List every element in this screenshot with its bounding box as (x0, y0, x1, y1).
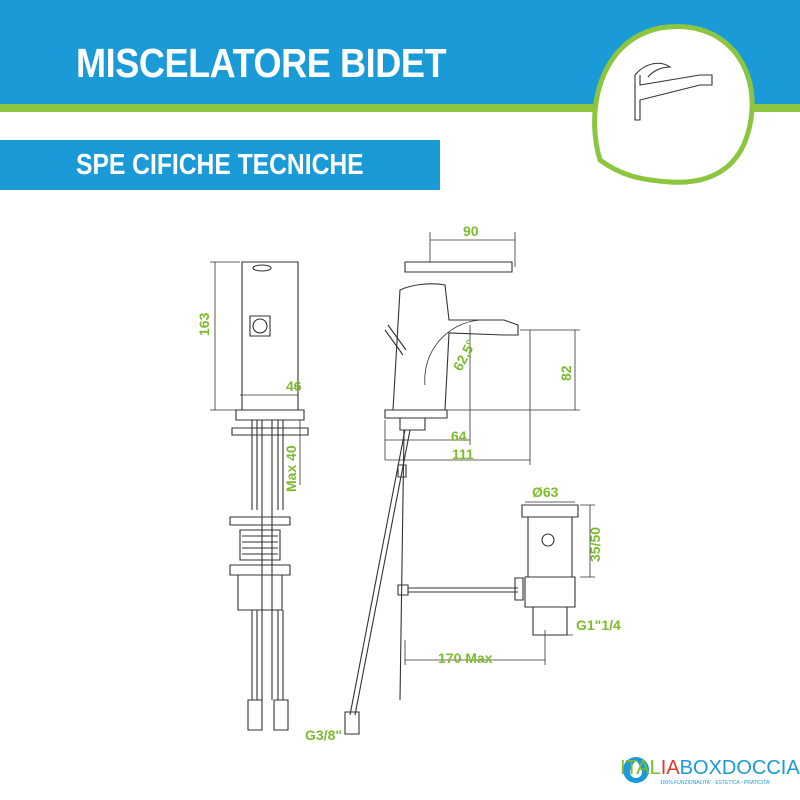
page-subtitle: SPE CIFICHE TECNICHE (76, 149, 364, 181)
dim-base-depth: 64 (451, 428, 467, 444)
logo-part-2: IA (660, 757, 680, 779)
logo-drop-icon (623, 757, 649, 783)
dim-hose-thread: G3/8" (305, 727, 342, 743)
subtitle-band (0, 140, 440, 190)
side-view (344, 232, 595, 735)
logo-part-3: BOXDOCCIA (679, 757, 800, 779)
dim-drain-thread: G1"1/4 (576, 617, 621, 633)
dim-lever-length: 90 (463, 223, 479, 239)
dim-rod-length: 170 Max (438, 650, 493, 666)
dim-base-width: 46 (286, 378, 302, 394)
faucet-bubble-icon (592, 24, 755, 185)
front-view (210, 261, 309, 731)
dim-angle: 62,5° (450, 337, 480, 374)
dim-height: 163 (196, 312, 212, 336)
dim-spout-height: 82 (558, 365, 574, 381)
dim-max-thickness: Max 40 (283, 445, 299, 492)
header-divider (0, 104, 800, 112)
page-title: MISCELATORE BIDET (76, 40, 447, 86)
brand-logo: ITALIABOXDOCCIA 100% FUNZIONALITA' - EST… (620, 757, 800, 786)
logo-part-1: ITAL (620, 757, 661, 779)
dim-spout-reach: 111 (452, 446, 474, 462)
dim-drain-height: 35/50 (587, 527, 603, 562)
dim-drain-diameter: Ø63 (532, 484, 559, 500)
logo-tagline: 100% FUNZIONALITA' - ESTETICA - PRATICIT… (660, 780, 771, 786)
